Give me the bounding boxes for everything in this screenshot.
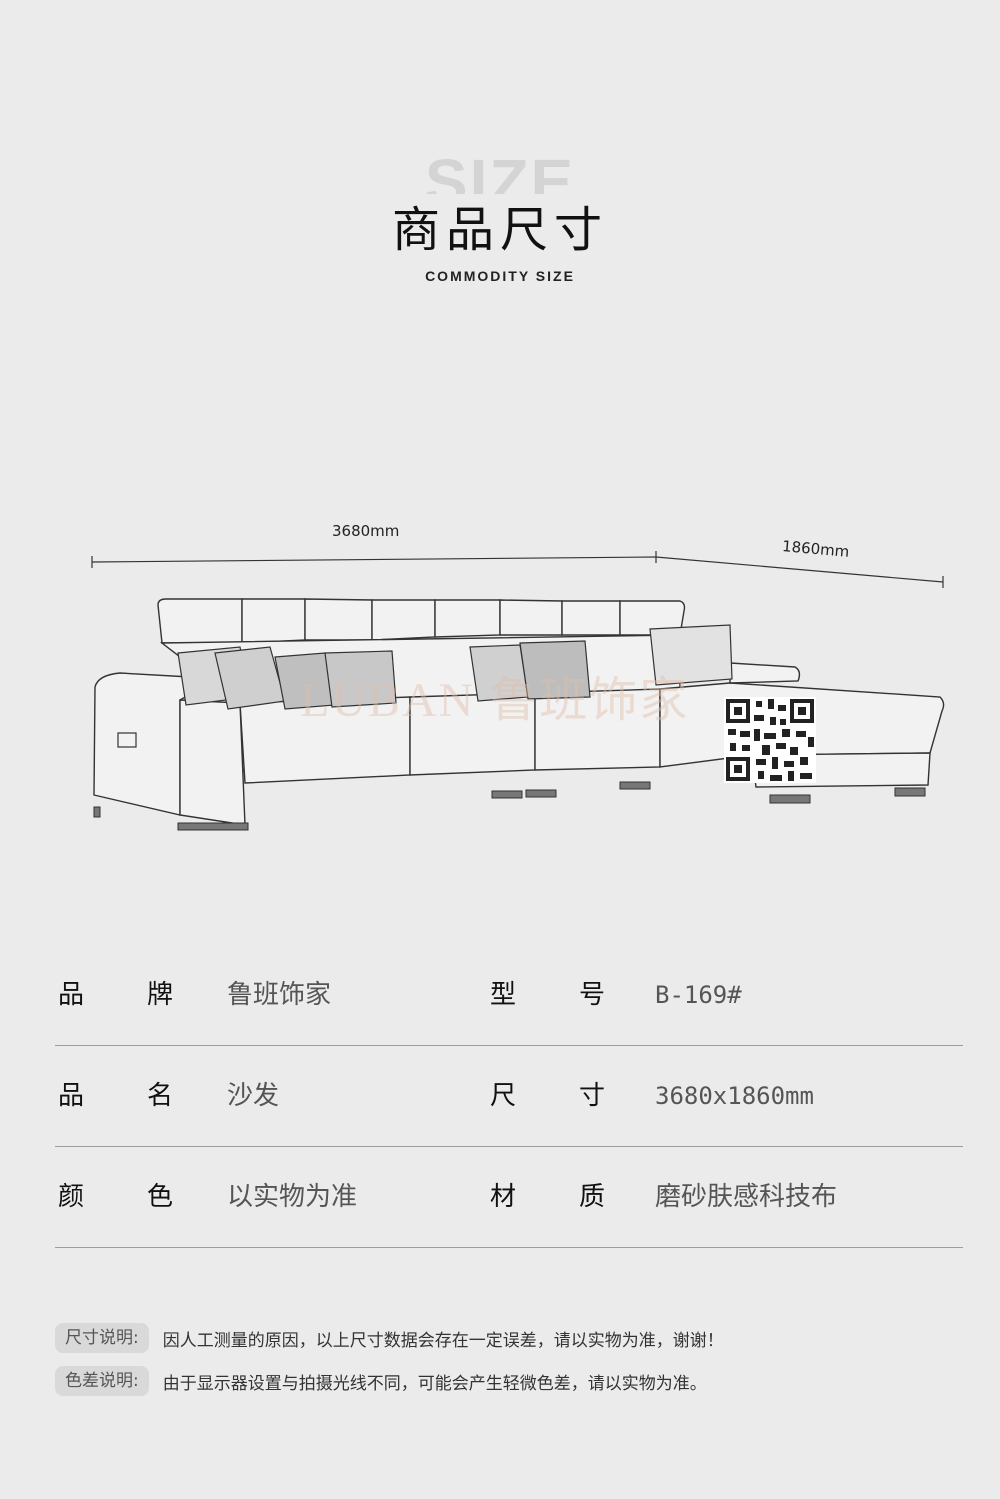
spec-label-char: 品	[58, 1081, 85, 1111]
spec-label-char: 寸	[579, 1081, 606, 1111]
spec-label-char: 材	[490, 1182, 517, 1212]
spec-row: 品 牌 鲁班饰家 型 号 B-169#	[55, 945, 963, 1046]
note-tag: 尺寸说明:	[55, 1323, 149, 1353]
spec-label-char: 号	[579, 980, 606, 1010]
spec-row: 品 名 沙发 尺 寸 3680x1860mm	[55, 1046, 963, 1147]
spec-label-char: 型	[490, 980, 517, 1010]
spec-value-size: 3680x1860mm	[655, 1082, 814, 1110]
note-color: 色差说明: 由于显示器设置与拍摄光线不同，可能会产生轻微色差，请以实物为准。	[55, 1365, 955, 1397]
dimension-lines-svg	[91, 551, 944, 588]
spec-value-material: 磨砂肤感科技布	[655, 1182, 838, 1212]
size-ghost-text: SIZE	[424, 150, 576, 194]
spec-label-char: 品	[58, 980, 85, 1010]
note-size: 尺寸说明: 因人工测量的原因，以上尺寸数据会存在一定误差，请以实物为准，谢谢！	[55, 1322, 955, 1354]
notes: 尺寸说明: 因人工测量的原因，以上尺寸数据会存在一定误差，请以实物为准，谢谢！ …	[55, 1322, 955, 1408]
note-text: 由于显示器设置与拍摄光线不同，可能会产生轻微色差，请以实物为准。	[162, 1373, 707, 1394]
spec-value-brand: 鲁班饰家	[227, 980, 332, 1010]
watermark-logo: LUBAN 鲁班饰家	[300, 674, 690, 727]
spec-label-char: 颜	[58, 1182, 85, 1212]
spec-table: 品 牌 鲁班饰家 型 号 B-169# 品 名 沙发 尺 寸 3680x1860…	[55, 945, 963, 1248]
dimension-lines: 3680mm 1860mm	[0, 500, 1000, 620]
spec-value-color: 以实物为准	[227, 1182, 358, 1212]
spec-label-char: 质	[579, 1182, 606, 1212]
width-dimension-label: 3680mm	[332, 522, 400, 540]
spec-label-char: 名	[147, 1081, 174, 1111]
page-subtitle: COMMODITY SIZE	[425, 268, 575, 284]
spec-value-model: B-169#	[655, 981, 742, 1009]
spec-label-char: 尺	[490, 1081, 517, 1111]
note-text: 因人工测量的原因，以上尺寸数据会存在一定误差，请以实物为准，谢谢！	[162, 1330, 724, 1351]
page-title: 商品尺寸	[391, 202, 608, 258]
note-tag: 色差说明:	[55, 1366, 149, 1396]
spec-row: 颜 色 以实物为准 材 质 磨砂肤感科技布	[55, 1147, 963, 1248]
spec-value-name: 沙发	[227, 1081, 280, 1111]
qr-code-icon	[724, 697, 816, 783]
spec-label-char: 牌	[147, 980, 174, 1010]
spec-label-char: 色	[147, 1182, 174, 1212]
